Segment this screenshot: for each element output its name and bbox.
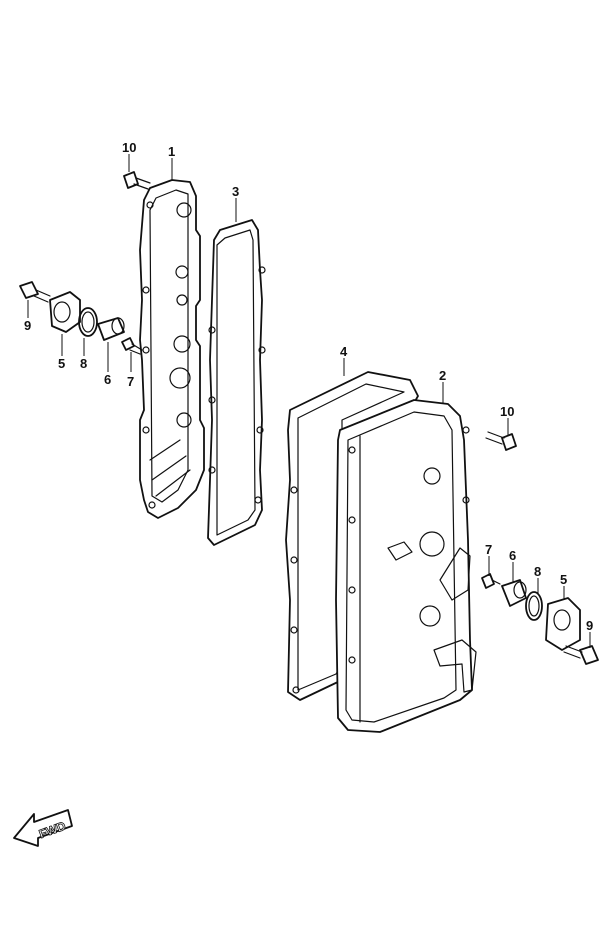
part-7-screw-right [481, 573, 501, 589]
callout-9-right: 9 [586, 618, 593, 633]
callout-8-right: 8 [534, 564, 541, 579]
part-1-exhaust-cover-inner [139, 179, 205, 519]
part-10-bolt-upper-left [123, 171, 151, 190]
callout-10-right: 10 [500, 404, 514, 419]
part-7-screw-left [121, 337, 143, 355]
callout-5-right: 5 [560, 572, 567, 587]
callout-7-right: 7 [485, 542, 492, 557]
callout-10-upper-left: 10 [122, 140, 136, 155]
callout-6-right: 6 [509, 548, 516, 563]
part-6-plug-left [97, 317, 125, 341]
part-8-oring-right [525, 591, 543, 621]
callout-2: 2 [439, 368, 446, 383]
fwd-arrow-icon: FWD [13, 809, 73, 847]
callout-8-left: 8 [80, 356, 87, 371]
callout-6-left: 6 [104, 372, 111, 387]
part-2-exhaust-cover-outer [335, 399, 477, 733]
part-9-bolt-right [563, 645, 599, 665]
part-8-oring-left [78, 307, 98, 337]
callout-7-left: 7 [127, 374, 134, 389]
part-5-cap-right [545, 597, 581, 651]
part-5-cap-left [49, 291, 81, 333]
part-9-bolt-left [19, 281, 51, 303]
callout-4: 4 [340, 344, 348, 359]
leader-lines [27, 154, 591, 648]
callout-9-left: 9 [24, 318, 31, 333]
part-10-bolt-right [485, 431, 517, 451]
callout-5-left: 5 [58, 356, 65, 371]
part-6-plug-right [501, 579, 527, 607]
part-3-gasket-inner [207, 219, 266, 546]
callout-1: 1 [168, 144, 175, 159]
callout-3: 3 [232, 184, 239, 199]
